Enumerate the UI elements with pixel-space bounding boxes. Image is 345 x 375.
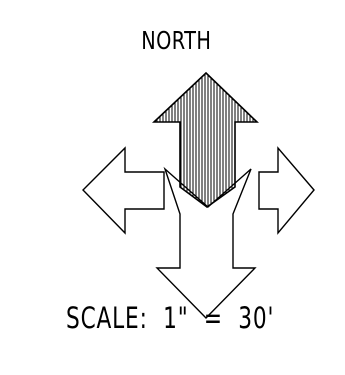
- scale-label: SCALE: 1" = 30': [65, 301, 275, 335]
- north-label: NORTH: [141, 26, 212, 55]
- east-arrow-icon: [258, 146, 315, 235]
- south-arrow-icon: [155, 166, 257, 320]
- west-arrow-icon: [82, 146, 165, 235]
- north-arrow-icon: [151, 71, 259, 208]
